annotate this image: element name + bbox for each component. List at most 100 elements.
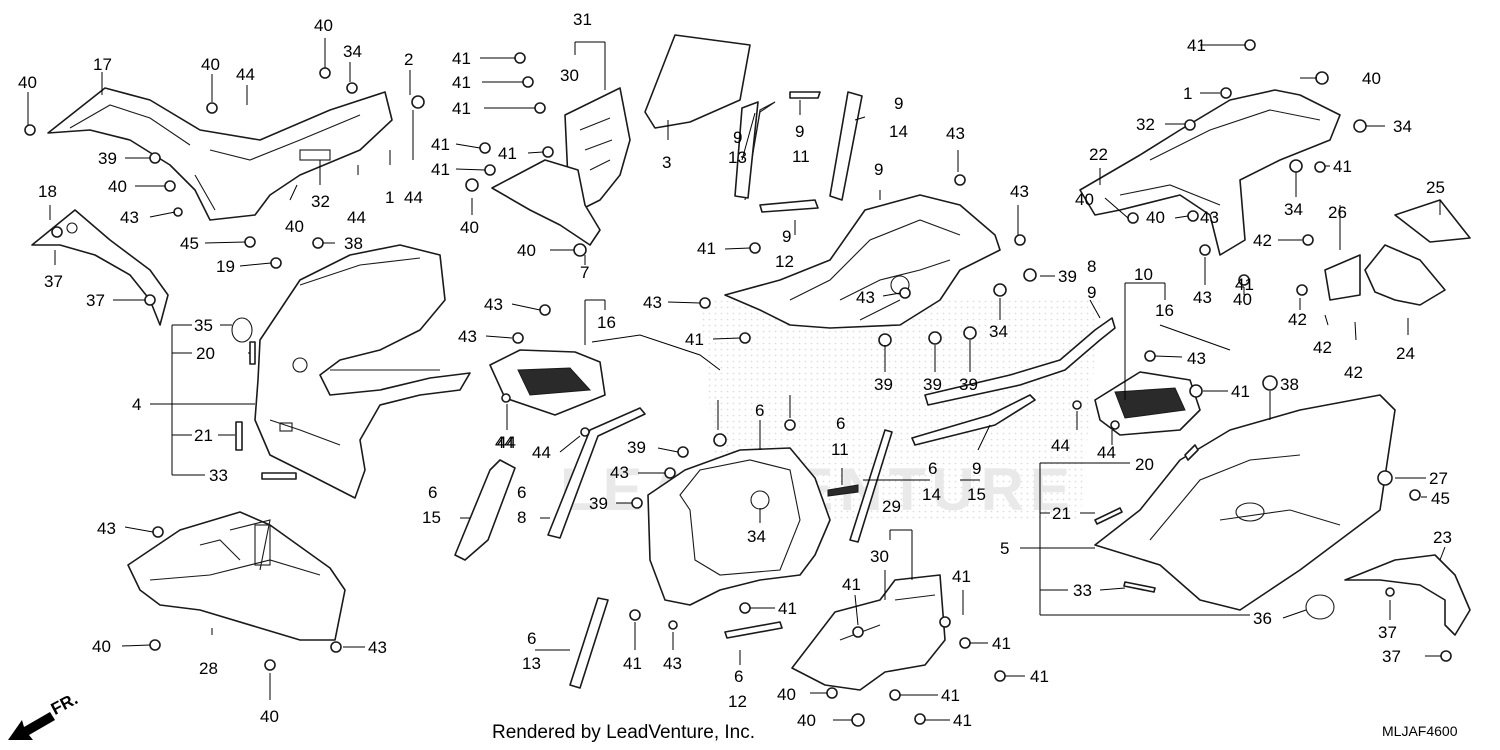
part-tray-mesh-right [1094,371,1201,436]
callout-label: 15 [967,485,986,504]
callout-label: 17 [93,55,112,74]
callout-label: 9 [733,128,742,147]
callout-label: 41 [685,330,704,349]
callout-label: 41 [452,73,471,92]
part-3-panel [644,34,751,129]
callout-label: 42 [1313,338,1332,357]
callout-label: 40 [108,177,127,196]
part-17-upper-cover [47,87,393,221]
callout-label: 6 [517,483,526,502]
part-upper-right-cover [1079,89,1341,256]
callout-label: 40 [517,241,536,260]
callout-label: 40 [18,73,37,92]
callout-label: 43 [1193,288,1212,307]
part-6-strip-d [724,621,783,639]
callout-label: 4 [132,395,141,414]
part-24-panel [1364,244,1446,306]
callout-label: 41 [952,567,971,586]
callout-label: 1 [385,188,394,207]
callout-label: 32 [311,192,330,211]
part-7-side-panel [491,159,601,246]
callout-label: 43 [610,463,629,482]
callout-label: 40 [460,218,479,237]
callout-label: 44 [532,443,551,462]
callout-label: 40 [201,55,220,74]
callout-label: 9 [874,160,883,179]
callout-label: 41 [623,654,642,673]
part-29-lower-panel [791,574,946,691]
part-23-bracket [1344,554,1471,636]
callout-label: 9 [795,122,804,141]
callout-label: 25 [1426,178,1445,197]
callout-label: 41 [431,135,450,154]
callout-label: 14 [922,485,941,504]
part-20-strip-right [1184,444,1199,461]
callout-label: 27 [1429,469,1448,488]
callout-label: 40 [797,711,816,730]
callout-label: 41 [452,99,471,118]
part-tray-mesh-left [489,349,606,416]
front-arrow-icon [8,712,55,740]
callout-label: 43 [946,124,965,143]
callout-labels: 40 17 40 34 40 44 2 39 40 32 44 1 44 40 … [18,10,1452,730]
callout-label: 40 [260,707,279,726]
leader-lines [27,38,1446,721]
callout-label: 45 [1431,489,1450,508]
callout-label: 43 [663,654,682,673]
part-25-panel [1394,199,1471,243]
callout-label: 45 [180,234,199,253]
callout-label: 7 [580,263,589,282]
callout-label: 37 [86,291,105,310]
callout-label: 43 [368,638,387,657]
callout-label: 6 [527,629,536,648]
callout-label: 41 [697,239,716,258]
callout-label: 3 [662,153,671,172]
callout-label: 18 [38,182,57,201]
callout-label: 40 [777,685,796,704]
front-label: FR. [48,689,81,719]
callout-label: 41 [992,634,1011,653]
callout-label: 6 [755,401,764,420]
part-6-strip-b [547,407,646,539]
part-16-rod-left [591,334,721,371]
callout-label: 39 [959,375,978,394]
callout-label: 39 [627,438,646,457]
callout-label: 6 [428,483,437,502]
callout-label: 16 [597,313,616,332]
callout-label: 42 [1344,363,1363,382]
callout-label: 9 [782,227,791,246]
callout-label: 43 [120,208,139,227]
callout-label: 40 [1233,290,1252,309]
callout-label: 20 [196,344,215,363]
callout-label: 41 [778,599,797,618]
callout-label: 36 [1253,609,1272,628]
callout-label: 34 [989,322,1008,341]
callout-label: 41 [953,711,972,730]
part-26-plate [1324,254,1361,301]
callout-label: 43 [97,519,116,538]
callout-label: 44 [404,188,423,207]
callout-label: 8 [517,508,526,527]
callout-label: 16 [1155,301,1174,320]
callout-label: 13 [522,654,541,673]
callout-label: 41 [842,575,861,594]
callout-label: 14 [889,122,908,141]
callout-label: 44 [236,65,255,84]
callout-label: 43 [458,327,477,346]
callout-label: 44 [1051,436,1070,455]
callout-label: 39 [923,375,942,394]
callout-label: 34 [1393,117,1412,136]
callout-label: 37 [1382,647,1401,666]
callout-label: 43 [643,293,662,312]
callout-label: 30 [560,66,579,85]
callout-label: 44 [1097,443,1116,462]
callout-label: 43 [1200,208,1219,227]
callout-label: 44 [495,433,514,452]
callout-label: 43 [856,288,875,307]
callout-label: 26 [1328,203,1347,222]
callout-label: 38 [1280,375,1299,394]
part-6-strip-a [454,459,516,561]
part-16-rod-right [1159,324,1231,351]
part-36-oring [1305,594,1335,620]
callout-label: 6 [836,414,845,433]
